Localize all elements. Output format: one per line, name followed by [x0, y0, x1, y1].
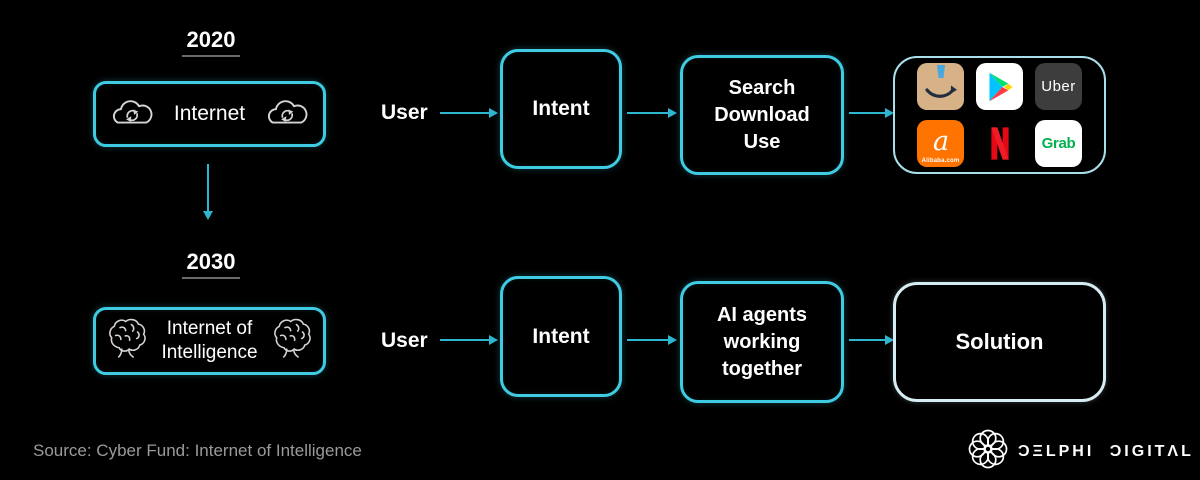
- timeline-down-arrow: [203, 164, 213, 220]
- arrow-agents-to-solution: [849, 335, 894, 345]
- svg-text:a: a: [932, 126, 948, 157]
- search-download-use-box: Search Download Use: [680, 55, 844, 175]
- intent-box-bottom: Intent: [500, 276, 622, 397]
- netflix-app-icon: [976, 120, 1023, 167]
- delphi-knot-icon: [968, 429, 1008, 474]
- arrow-intent-to-agents: [627, 335, 677, 345]
- arrow-user-to-intent-bottom: [440, 335, 498, 345]
- intelligence-label: Internet of Intelligence: [161, 318, 258, 363]
- internet-label: Internet: [173, 102, 246, 125]
- delphi-digital-wordmark: ƆΞLPHI ƆIGITΛL: [1018, 442, 1194, 460]
- year-2020-label: 2020: [136, 27, 286, 57]
- ai-agents-box: AI agents working together: [680, 281, 844, 403]
- arrow-user-to-intent-top: [440, 108, 498, 118]
- uber-app-icon: Uber: [1035, 63, 1082, 110]
- year-bottom: 2030: [181, 249, 241, 279]
- year-top: 2020: [181, 27, 241, 57]
- source-caption: Source: Cyber Fund: Internet of Intellig…: [33, 441, 362, 460]
- arrow-actions-to-apps: [849, 108, 894, 118]
- internet-box: Internet: [93, 81, 326, 147]
- intelligence-box: Internet of Intelligence: [93, 307, 326, 375]
- arrow-intent-to-actions: [627, 108, 677, 118]
- alibaba-app-icon: a Alibaba.com: [917, 120, 964, 167]
- user-label-bottom: User: [381, 329, 428, 352]
- intent-box-top: Intent: [500, 49, 622, 169]
- apps-panel: Uber a Alibaba.com Grab: [893, 56, 1106, 174]
- cloud-sync-icon: [109, 97, 155, 132]
- user-label-top: User: [381, 101, 428, 124]
- brain-icon: [106, 316, 148, 367]
- brain-icon: [271, 316, 313, 367]
- delphi-digital-logo: ƆΞLPHI ƆIGITΛL: [968, 429, 1194, 474]
- amazon-app-icon: [917, 63, 964, 110]
- solution-box: Solution: [893, 282, 1106, 402]
- grab-app-icon: Grab: [1035, 120, 1082, 167]
- year-2030-label: 2030: [136, 249, 286, 279]
- cloud-sync-icon: [264, 97, 310, 132]
- google-play-app-icon: [976, 63, 1023, 110]
